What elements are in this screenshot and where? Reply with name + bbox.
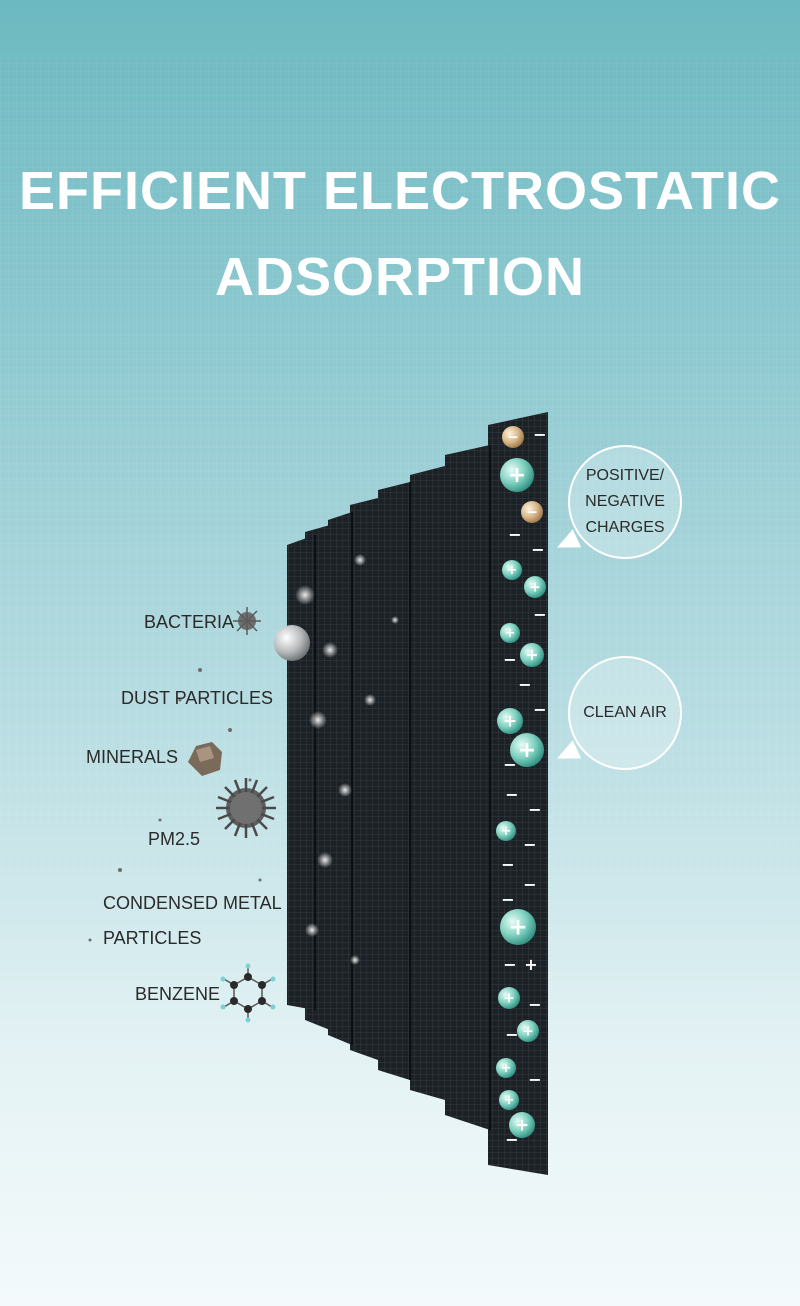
minus-charge-mark: −: [528, 800, 541, 819]
callout-charges-text: POSITIVE/ NEGATIVE CHARGES: [585, 467, 665, 536]
label-pm25: PM2.5: [148, 829, 201, 849]
positive-ion: [517, 1020, 539, 1042]
positive-ion: [497, 708, 523, 734]
minus-charge-mark: −: [505, 785, 518, 804]
page-title-line-2: ADSORPTION: [214, 247, 586, 307]
particle-sphere: [274, 625, 310, 661]
minus-charge-mark: −: [503, 650, 516, 669]
minus-charge-mark: −: [523, 875, 536, 894]
positive-ion: [500, 909, 536, 945]
minus-charge-mark: −: [501, 855, 514, 874]
plus-symbol: +: [503, 991, 515, 1007]
positive-ion: [510, 733, 544, 767]
minus-charge-mark: −: [503, 955, 516, 974]
positive-ion: [509, 1112, 535, 1138]
plus-symbol: +: [505, 626, 516, 641]
benzene-molecule-icon: [220, 963, 276, 1023]
negative-ion: [521, 501, 543, 523]
positive-ion: [524, 576, 546, 598]
minus-charge-mark: −: [503, 755, 516, 774]
plus-symbol: +: [518, 738, 536, 763]
callout-clean-air: CLEAN AIR: [552, 656, 682, 770]
plus-symbol: +: [507, 563, 518, 578]
plus-symbol: +: [529, 580, 541, 596]
label-minerals: MINERALS: [86, 747, 179, 767]
minus-charge-mark: −: [518, 675, 531, 694]
label-dust-particles: DUST PARTICLES: [121, 688, 274, 708]
minus-charge-mark: −: [533, 605, 546, 624]
bacteria-icon: [233, 607, 261, 635]
minus-charge-mark: −: [528, 1070, 541, 1089]
minus-charge-mark: −: [508, 525, 521, 544]
minus-charge-mark: −: [528, 995, 541, 1014]
plus-symbol: +: [508, 915, 527, 941]
minus-charge-mark: −: [533, 425, 546, 444]
plus-charge-mark: +: [524, 955, 537, 974]
minus-charge-mark: −: [533, 700, 546, 719]
positive-ion: [520, 643, 544, 667]
callout-charges: POSITIVE/ NEGATIVE CHARGES: [552, 445, 682, 559]
minus-charge-mark: −: [505, 1130, 518, 1149]
page-title-line-1: EFFICIENT ELECTROSTATIC: [19, 161, 781, 221]
virus-icon: [216, 778, 276, 838]
plus-symbol: +: [501, 1061, 512, 1076]
filter-pleats: [287, 412, 548, 1175]
label-condensed-metal: CONDENSED METAL: [103, 893, 282, 913]
dust-particles: [88, 554, 399, 965]
positive-ion: [499, 1090, 519, 1110]
plus-symbol: +: [504, 1093, 515, 1108]
plus-symbol: +: [515, 1115, 529, 1135]
label-bacteria: BACTERIA: [144, 612, 235, 632]
minus-charge-mark: −: [505, 1025, 518, 1044]
mineral-rock-icon: [188, 742, 222, 776]
positive-ion: [496, 1058, 516, 1078]
positive-ion: [500, 458, 534, 492]
minus-charge-mark: −: [501, 890, 514, 909]
plus-symbol: +: [522, 1024, 534, 1040]
positive-ion: [502, 560, 522, 580]
negative-ion: [502, 426, 524, 448]
callout-clean-air-text: CLEAN AIR: [583, 704, 667, 721]
minus-charge-mark: −: [523, 835, 536, 854]
plus-symbol: +: [501, 824, 512, 839]
plus-symbol: +: [503, 711, 517, 731]
minus-charge-mark: −: [531, 540, 544, 559]
label-particles: PARTICLES: [103, 928, 202, 948]
minus-symbol: −: [526, 505, 538, 521]
label-benzene: BENZENE: [135, 984, 221, 1004]
plus-symbol: +: [525, 645, 538, 664]
positive-ion: [500, 623, 520, 643]
plus-symbol: +: [508, 463, 526, 488]
positive-ion: [498, 987, 520, 1009]
positive-ion: [496, 821, 516, 841]
minus-symbol: −: [507, 430, 519, 446]
charge-ions: −+−+++++++++++++−−−−−−−−−−−−−−−+−−−−: [496, 425, 547, 1149]
